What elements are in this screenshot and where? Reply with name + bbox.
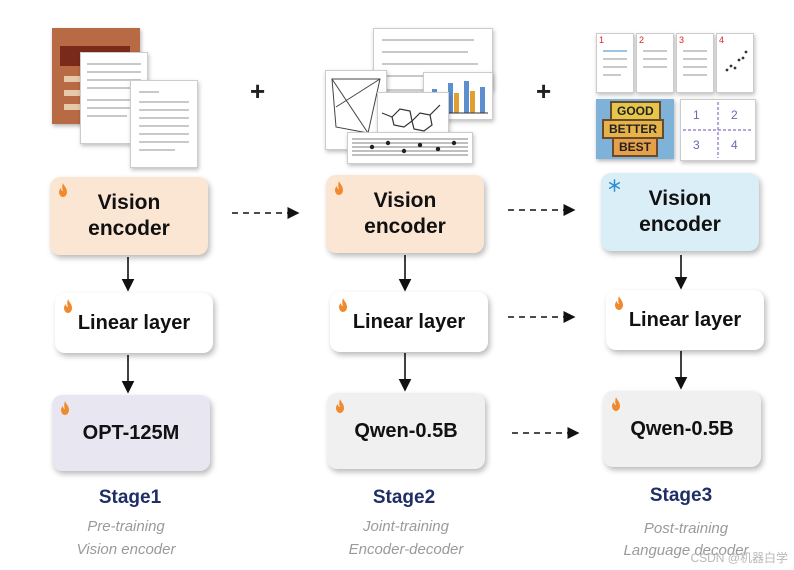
bar-chart-image <box>423 72 493 120</box>
crop-quadrant-label: 3 <box>693 138 700 152</box>
llm-label: Qwen-0.5B <box>354 419 458 442</box>
fire-icon <box>61 401 69 415</box>
stage1-llm-box: OPT-125M <box>52 395 210 471</box>
stage2-title: Stage2 <box>372 487 436 508</box>
fire-icon <box>615 296 623 310</box>
sheet-music-image <box>347 132 473 164</box>
plus-sign-2: + <box>536 76 552 106</box>
crop-quadrant-label: 2 <box>731 108 738 122</box>
page-thumbnail-2: 2 <box>636 33 674 93</box>
stage2-linear-layer-box: Linear layer <box>330 292 488 352</box>
stage1-vision-encoder-box: Vision encoder <box>50 177 208 255</box>
sign-best: BEST <box>612 137 659 157</box>
stage2-subtitle-line1: Joint-training <box>363 518 449 535</box>
page-number-label: 2 <box>639 35 645 45</box>
linear-layer-label: Linear layer <box>352 310 466 333</box>
good-better-best-sign-image: GOOD BETTER BEST <box>596 99 674 159</box>
vision-encoder-label: Vision encoder <box>639 186 721 236</box>
llm-label: OPT-125M <box>82 421 180 444</box>
stage3-subtitle-line2: Language decoder <box>623 542 749 559</box>
page-number-label: 3 <box>679 35 685 45</box>
stage2-llm-box: Qwen-0.5B <box>327 393 485 469</box>
linear-layer-label: Linear layer <box>628 308 742 331</box>
cropped-page-image: 1 2 3 4 <box>680 99 756 161</box>
fire-icon <box>336 399 344 413</box>
linear-layer-label: Linear layer <box>77 311 191 334</box>
watermark: CSDN @机器白学 <box>690 551 788 565</box>
sign-better: BETTER <box>602 119 664 139</box>
stage3-llm-box: Qwen-0.5B <box>603 391 761 467</box>
plus-sign-1: + <box>250 76 266 106</box>
fire-icon <box>59 183 67 197</box>
stage1-linear-layer-box: Linear layer <box>55 293 213 353</box>
stage3-data-images: 1 2 3 4 GOOD BETTER BEST 1 2 <box>596 33 758 161</box>
vision-encoder-label: Vision encoder <box>364 188 446 238</box>
llm-label: Qwen-0.5B <box>630 417 734 440</box>
vision-encoder-label: Vision encoder <box>88 190 170 240</box>
crop-quadrant-label: 4 <box>731 138 738 152</box>
page-thumbnail-4: 4 <box>716 33 754 93</box>
page-thumbnail-1: 1 <box>596 33 634 93</box>
fire-icon <box>612 397 620 411</box>
stage3-linear-layer-box: Linear layer <box>606 290 764 350</box>
stage2-subtitle-line2: Encoder-decoder <box>348 541 464 558</box>
stage3-vision-encoder-box: Vision encoder <box>601 173 759 251</box>
book-page-image <box>130 80 198 168</box>
stage2-data-images <box>325 28 493 164</box>
fire-icon <box>64 299 72 313</box>
page-thumbnail-3: 3 <box>676 33 714 93</box>
crop-quadrant-label: 1 <box>693 108 700 122</box>
page-number-label: 1 <box>599 35 605 45</box>
stage2-vision-encoder-box: Vision encoder <box>326 175 484 253</box>
sign-good: GOOD <box>610 101 661 121</box>
snowflake-icon <box>608 179 621 192</box>
fire-icon <box>339 298 347 312</box>
stage1-data-images <box>52 28 200 168</box>
stage3-title: Stage3 <box>649 485 713 506</box>
page-number-label: 4 <box>719 35 725 45</box>
fire-icon <box>335 181 343 195</box>
stage1-subtitle-line1: Pre-training <box>87 518 165 535</box>
stage1-title: Stage1 <box>98 487 162 508</box>
stage1-subtitle-line2: Vision encoder <box>76 541 176 558</box>
stage3-subtitle-line1: Post-training <box>643 520 729 537</box>
